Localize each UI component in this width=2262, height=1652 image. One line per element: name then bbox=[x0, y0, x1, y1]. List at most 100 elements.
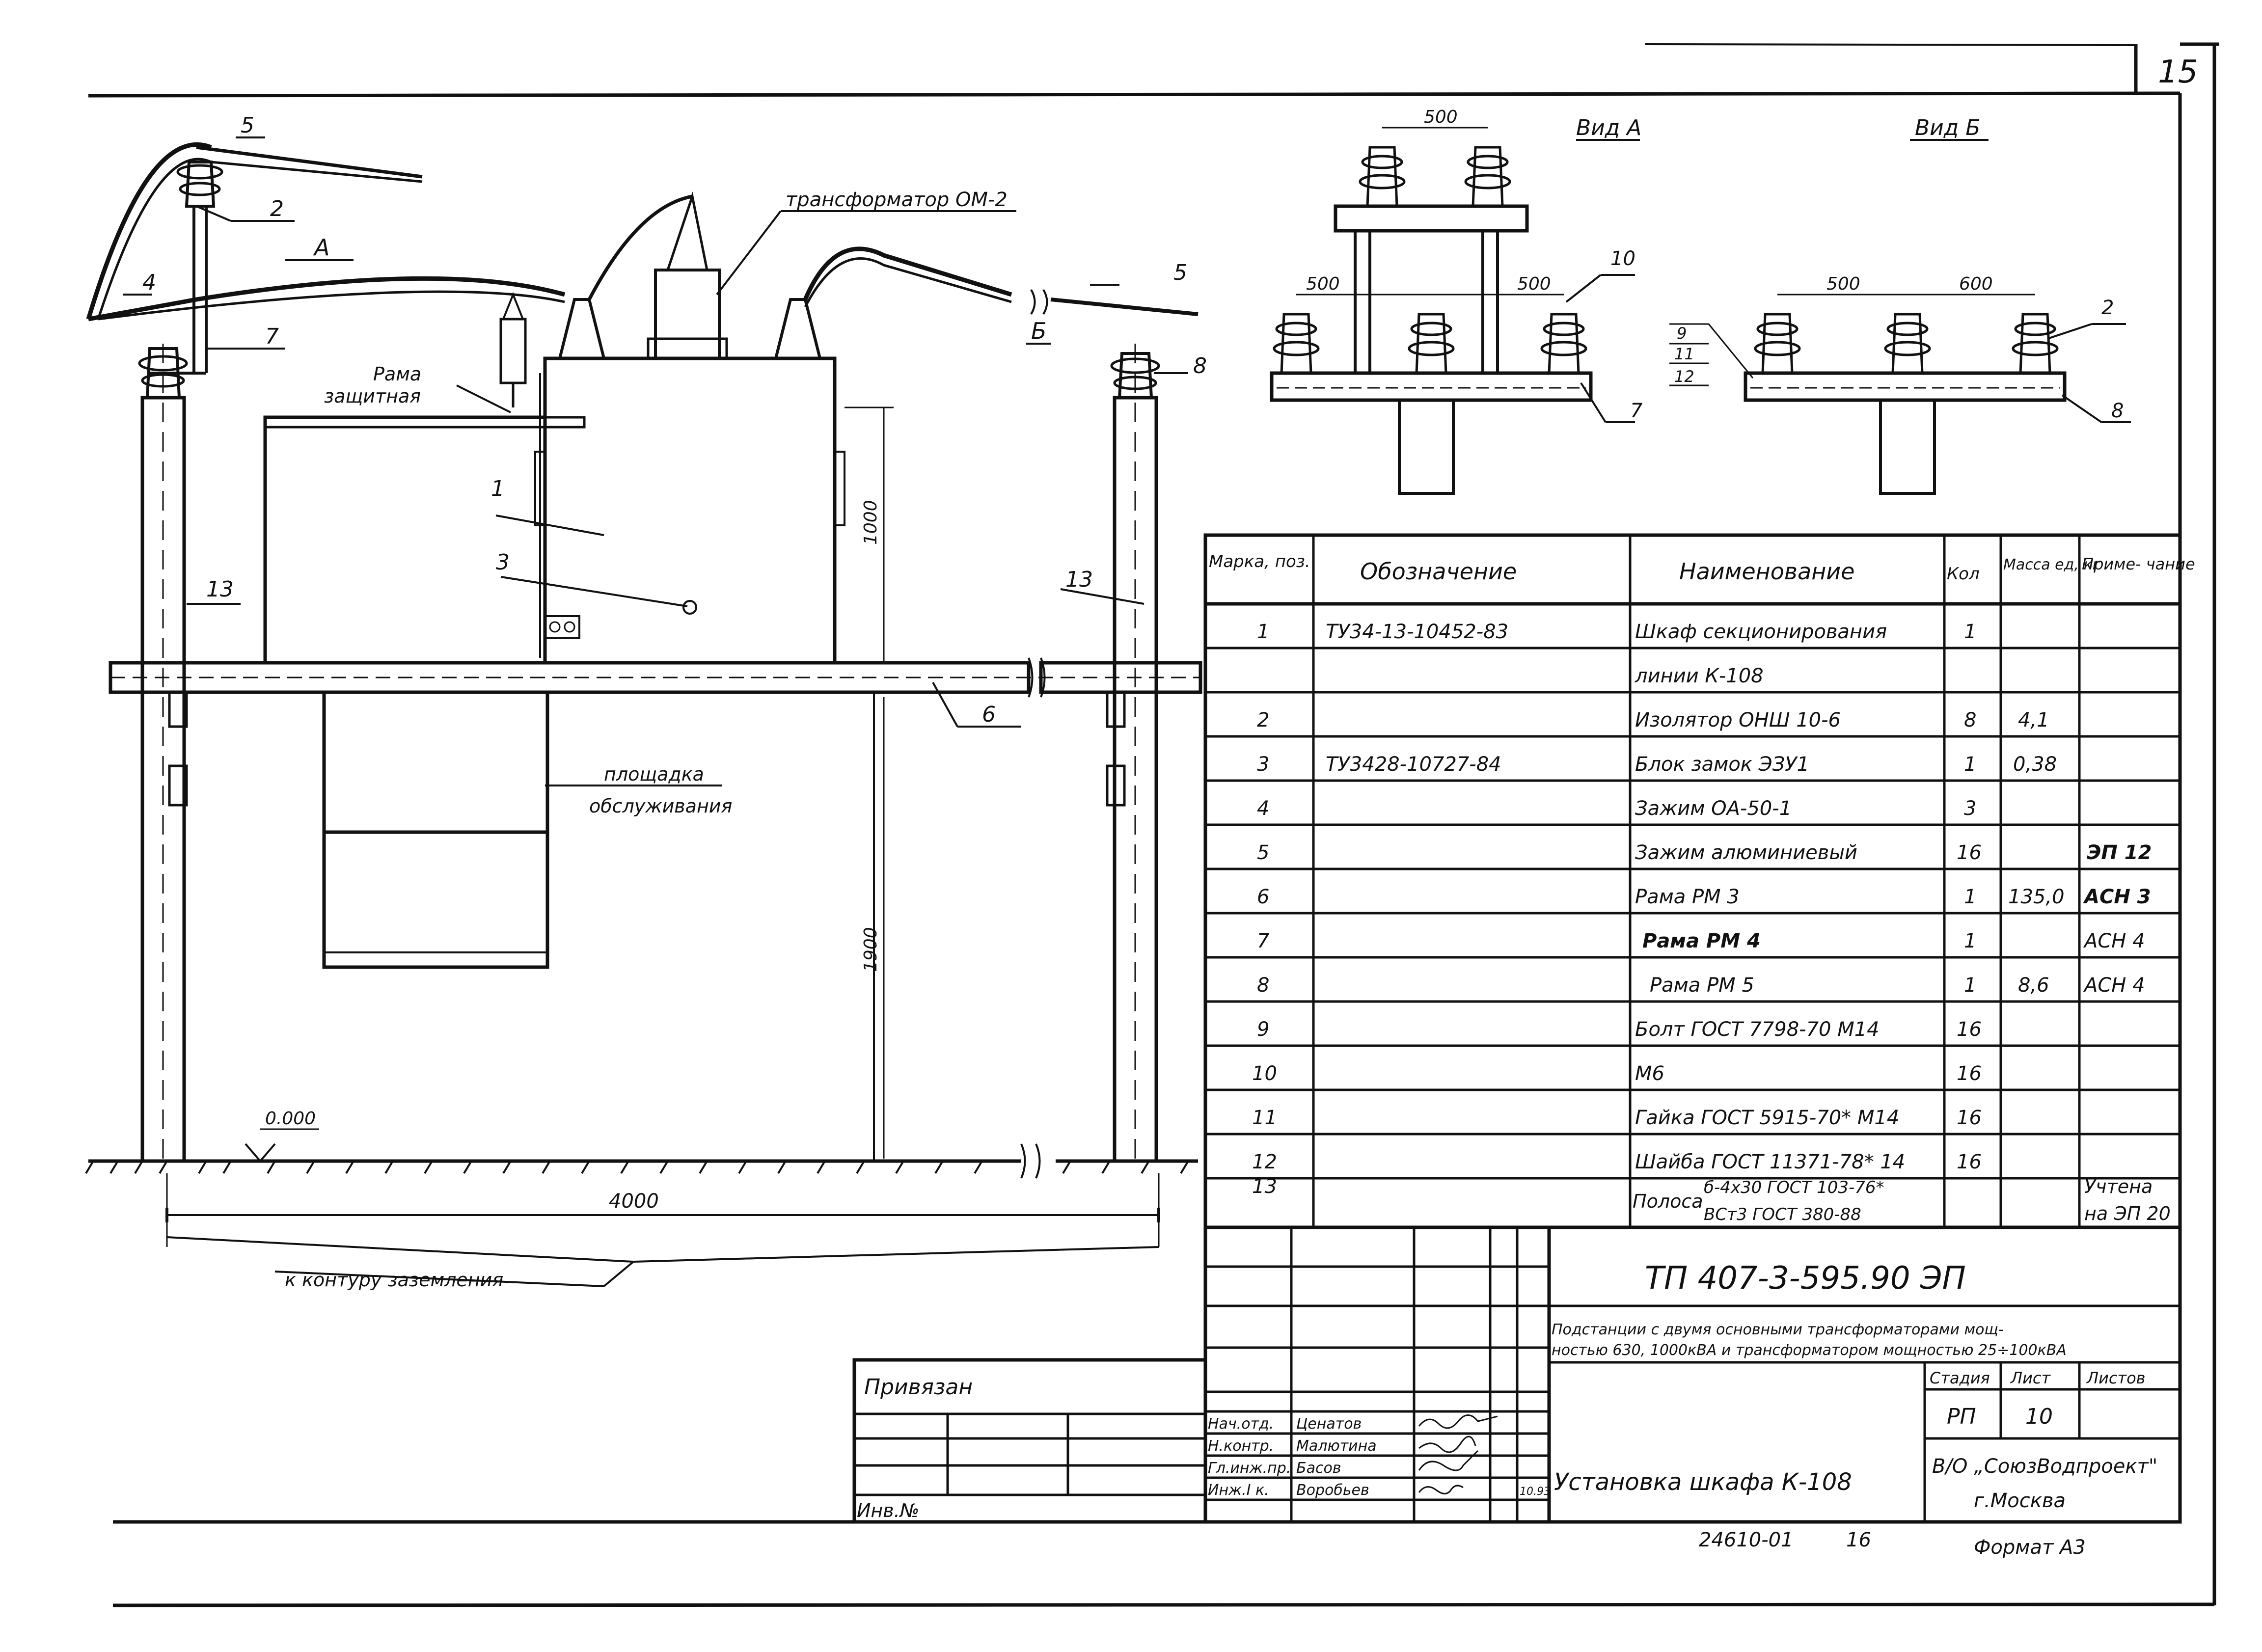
strip-spec-2: ВСт3 ГОСТ 380-88 bbox=[1704, 1205, 1861, 1224]
spec-table-headers: Марка, поз. Обозначение Наименование Кол… bbox=[1209, 552, 2195, 585]
strip-spec-1: б-4х30 ГОСТ 103-76* bbox=[1704, 1178, 1884, 1197]
table-cell: Шкаф секционирования bbox=[1635, 621, 1887, 643]
view-b-labels: Вид Б 500 600 9 11 12 2 8 bbox=[1674, 115, 2124, 422]
table-cell: ТУ3428-10727-84 bbox=[1326, 753, 1501, 776]
callout-13-left: 13 bbox=[206, 577, 234, 602]
callout-13-right: 13 bbox=[1065, 567, 1093, 592]
frame-label-2: защитная bbox=[324, 385, 421, 407]
spec-table-grid bbox=[1203, 533, 2182, 1229]
view-b-dim-600: 600 bbox=[1959, 274, 1993, 294]
table-cell: 1 bbox=[1964, 886, 1976, 908]
view-a-callout-10: 10 bbox=[1610, 247, 1635, 270]
dim-1000: 1000 bbox=[861, 500, 881, 545]
sig-name-1: Ценатов bbox=[1296, 1415, 1362, 1433]
platform-label-1: площадка bbox=[604, 763, 704, 785]
header-designation: Обозначение bbox=[1360, 558, 1517, 585]
table-cell: ЭП 12 bbox=[2087, 841, 2152, 864]
table-cell: 11 bbox=[1252, 1107, 1277, 1129]
dim-1900: 1900 bbox=[861, 927, 881, 972]
table-cell: 4,1 bbox=[2018, 709, 2049, 731]
sig-date-4: 10.93 bbox=[1520, 1486, 1551, 1498]
header-qty: Кол bbox=[1947, 564, 1980, 584]
callout-a: А bbox=[313, 234, 329, 261]
sig-role-2: Н.контр. bbox=[1208, 1437, 1274, 1455]
view-b-callout-9: 9 bbox=[1677, 324, 1687, 343]
view-a-dim-500-right: 500 bbox=[1517, 274, 1551, 294]
title-block-grid bbox=[852, 1225, 2182, 1524]
table-cell: 6 bbox=[1257, 886, 1269, 908]
callout-2-left: 2 bbox=[270, 196, 284, 221]
spec-table-rows: 1 ТУ34-13-10452-83 Шкаф секционирования … bbox=[1252, 621, 2171, 1224]
view-a-title: Вид А bbox=[1576, 115, 1641, 140]
sig-name-2: Малютина bbox=[1296, 1437, 1377, 1455]
table-cell: 10 bbox=[1252, 1062, 1277, 1085]
table-cell: 5 bbox=[1257, 841, 1269, 864]
elevation-labels: 5 2 А 4 7 трансформатор ОМ-2 Рама защитн… bbox=[142, 113, 1207, 1291]
table-cell: Рама РМ 3 bbox=[1635, 886, 1740, 908]
inv-label: Инв.№ bbox=[857, 1500, 919, 1521]
table-cell: 16 bbox=[1957, 1062, 1982, 1085]
view-b-callout-12: 12 bbox=[1674, 367, 1694, 386]
table-cell: 1 bbox=[1964, 974, 1976, 997]
callout-6: 6 bbox=[982, 702, 996, 727]
table-cell: линии К-108 bbox=[1635, 665, 1764, 687]
level-label: 0.000 bbox=[265, 1109, 316, 1129]
table-cell: Зажим ОА-50-1 bbox=[1635, 797, 1792, 820]
table-cell: 1 bbox=[1964, 621, 1976, 643]
project-line-1: Подстанции с двумя основными трансформат… bbox=[1552, 1321, 2004, 1338]
table-cell: Блок замок ЭЗУ1 bbox=[1635, 753, 1809, 776]
table-cell: Изолятор ОНШ 10-6 bbox=[1635, 709, 1841, 731]
table-cell: АСН 3 bbox=[2083, 886, 2151, 908]
header-name: Наименование bbox=[1679, 558, 1854, 585]
view-b-title: Вид Б bbox=[1915, 115, 1980, 140]
view-b-dim-500: 500 bbox=[1826, 274, 1860, 294]
view-a-dim-500-left: 500 bbox=[1306, 274, 1340, 294]
sheet-label: Лист bbox=[2010, 1369, 2051, 1387]
view-a bbox=[1270, 127, 1640, 495]
table-cell: Зажим алюминиевый bbox=[1635, 841, 1857, 864]
signatures bbox=[1418, 1414, 1498, 1494]
sheets-label: Листов bbox=[2086, 1369, 2146, 1387]
header-mass: Масса ед, кг bbox=[2003, 556, 2100, 573]
table-cell: 8,6 bbox=[2018, 974, 2049, 997]
title-block-text: ТП 407-3-595.90 ЭП Подстанции с двумя ос… bbox=[857, 1260, 2157, 1559]
table-cell: 8 bbox=[1257, 974, 1269, 997]
view-b-callout-8: 8 bbox=[2111, 400, 2124, 422]
callout-1: 1 bbox=[491, 476, 505, 501]
view-b bbox=[1669, 139, 2131, 495]
table-cell: 12 bbox=[1252, 1151, 1277, 1173]
header-mark: Марка, поз. bbox=[1209, 552, 1310, 571]
table-cell: 7 bbox=[1257, 930, 1270, 952]
sig-role-4: Инж.I к. bbox=[1208, 1482, 1269, 1499]
callout-5-left: 5 bbox=[241, 113, 254, 138]
callout-b: Б bbox=[1031, 318, 1047, 344]
view-a-dim-500-top: 500 bbox=[1424, 107, 1458, 127]
table-cell: Болт ГОСТ 7798-70 М14 bbox=[1635, 1018, 1880, 1041]
table-cell: 1 bbox=[1257, 621, 1269, 643]
table-cell: М6 bbox=[1635, 1062, 1664, 1085]
table-cell: 16 bbox=[1957, 841, 1982, 864]
table-cell: 3 bbox=[1257, 753, 1269, 776]
table-cell: АСН 4 bbox=[2083, 974, 2145, 997]
sig-name-4: Воробьев bbox=[1296, 1482, 1369, 1499]
elevation-view bbox=[85, 136, 1202, 1287]
platform-label-2: обслуживания bbox=[589, 795, 732, 817]
view-b-callout-2: 2 bbox=[2101, 297, 2114, 319]
table-cell: 3 bbox=[1964, 797, 1976, 820]
table-cell: 16 bbox=[1957, 1107, 1982, 1129]
project-line-2: ностью 630, 1000кВА и трансформатором мо… bbox=[1552, 1342, 2067, 1359]
table-cell: Шайба ГОСТ 11371-78* 14 bbox=[1635, 1151, 1905, 1173]
callout-8-right: 8 bbox=[1193, 353, 1207, 379]
stage-value: РП bbox=[1947, 1404, 1976, 1429]
sig-name-3: Басов bbox=[1296, 1460, 1341, 1477]
callout-5-right: 5 bbox=[1173, 260, 1187, 285]
table-cell: Гайка ГОСТ 5915-70* М14 bbox=[1635, 1107, 1899, 1129]
table-cell: 1 bbox=[1964, 753, 1976, 776]
table-cell: 1 bbox=[1964, 930, 1976, 952]
sig-role-3: Гл.инж.пр. bbox=[1208, 1460, 1291, 1477]
table-cell: 8 bbox=[1964, 709, 1976, 731]
stage-label: Стадия bbox=[1930, 1369, 1990, 1387]
org-line-2: г.Москва bbox=[1974, 1490, 2066, 1512]
callout-3: 3 bbox=[496, 550, 510, 575]
